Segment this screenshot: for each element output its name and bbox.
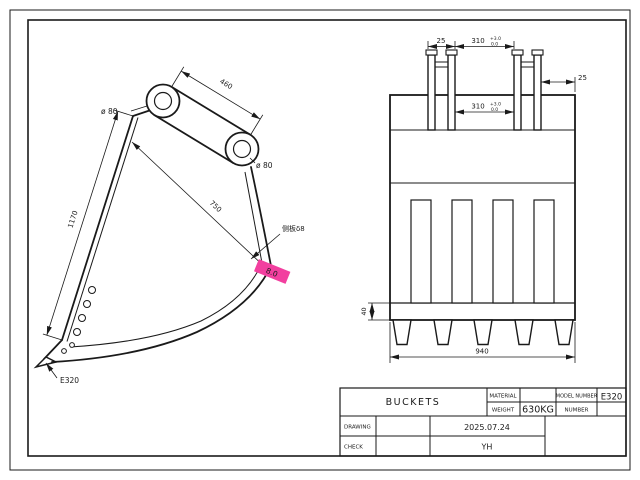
wear-slot [533,199,555,304]
dim-310-top-tol-upper: +3.0 [490,36,501,42]
inner-lip-edge [244,171,263,264]
dim-310-mid-value: 310 [471,103,484,111]
boss-hole-top [153,91,173,111]
side-plate-note: 侧板δ8 [250,224,305,260]
material-label: MATERIAL [489,394,517,400]
side-plate-note-label: 侧板δ8 [282,224,305,233]
dim-310-mid-tol-upper: +3.0 [490,102,501,108]
model-number-value: E320 [601,393,623,403]
bracket-cap [425,49,438,56]
weight-label: WEIGHT [492,408,515,414]
dim-460: 460 [171,66,264,135]
number-label: NUMBER [565,408,589,414]
dim-310-top: 310 +3.0 0.0 [455,36,515,49]
bracket-plate [447,54,456,131]
bracket-cap [511,49,524,56]
ext-line [113,109,134,117]
dim-25-right-label: 25 [578,74,587,82]
heel-edge [43,339,63,360]
inner-belly-curve [69,262,263,348]
drawing-title: BUCKETS [386,397,441,408]
dim-310-mid: 310 +3.0 0.0 [455,102,514,115]
outer-border [9,9,631,471]
wear-slot [451,199,473,304]
belly-curve [51,265,272,363]
bolt-hole [88,286,96,294]
dim-460-label: 460 [218,77,234,91]
dim-940: 940 [389,322,576,363]
thickness-value: 8.0 [265,266,280,279]
tooth [473,319,493,346]
tooth [514,319,534,346]
sheet-frame [9,9,631,471]
dim-line [131,141,269,271]
bracket-plate [533,54,542,131]
dia-80-bottom-label: ø 80 [256,161,273,170]
leader-line [250,233,281,260]
link-plate-upper [170,86,252,136]
edge-label: E320 [60,376,79,385]
model-number-label: MODEL NUMBER [556,394,598,400]
dim-25-right: 25 [541,74,587,92]
lip-edge [250,166,272,267]
wear-slot [492,199,514,304]
edge-callout: E320 [45,362,79,385]
dim-25-top: 25 [427,37,456,49]
bolt-hole [83,300,91,308]
bracket-cap [531,49,544,56]
weight-value: 630KG [522,405,554,416]
bracket-plate [427,54,436,131]
check-label: CHECK [344,445,363,451]
drawing-label: DRAWING [344,425,371,431]
front-view: 25 310 +3.0 0.0 25 310 +3.0 0.0 [360,36,587,363]
hinge-connector [132,109,152,117]
tooth [392,319,412,346]
bolt-hole-small [61,348,67,354]
leader-line [130,105,148,112]
ext-line [171,66,185,87]
dim-line [46,111,119,336]
ext-line [42,333,63,341]
dim-310-top-tol-lower: 0.0 [491,42,498,48]
dim-line [180,70,261,120]
boss-hole-bottom [232,139,252,159]
ext-line [250,114,264,135]
leader-line [45,362,58,379]
title-block: BUCKETS MATERIAL WEIGHT 630KG MODEL NUMB… [339,387,627,457]
back-edge-inner [66,117,139,342]
dim-25-top-label: 25 [437,37,446,45]
bracket-plate [513,54,522,131]
title-block-border [339,387,627,457]
dim-1170-label: 1170 [67,210,80,229]
link-plate-lower [153,114,235,165]
dim-40-label: 40 [360,307,368,315]
wear-slot [410,199,432,304]
leader-line [249,157,256,164]
side-view: 1170 460 750 ø 80 ø 80 侧板δ8 [33,66,305,385]
tooth [433,319,453,346]
dim-310-mid-tol-lower: 0.0 [491,107,498,113]
bolt-hole [73,328,81,336]
dia-80-bottom-callout: ø 80 [249,157,273,170]
dim-940-label: 940 [475,348,488,356]
drawing-date: 2025.07.24 [464,423,510,432]
tooth [554,319,574,346]
dia-80-top-label: ø 80 [101,107,118,116]
highlight-box [253,259,291,284]
bolt-hole [78,314,86,322]
inner-border [27,19,627,457]
dia-80-top-callout: ø 80 [101,105,148,116]
dim-310-top-value: 310 [471,37,484,45]
bracket-cap [445,49,458,56]
dim-40: 40 [360,302,390,321]
dim-750-label: 750 [208,199,223,214]
check-value: YH [481,443,493,452]
bolt-hole-small [69,342,75,348]
thickness-highlight: 8.0 [253,259,291,284]
